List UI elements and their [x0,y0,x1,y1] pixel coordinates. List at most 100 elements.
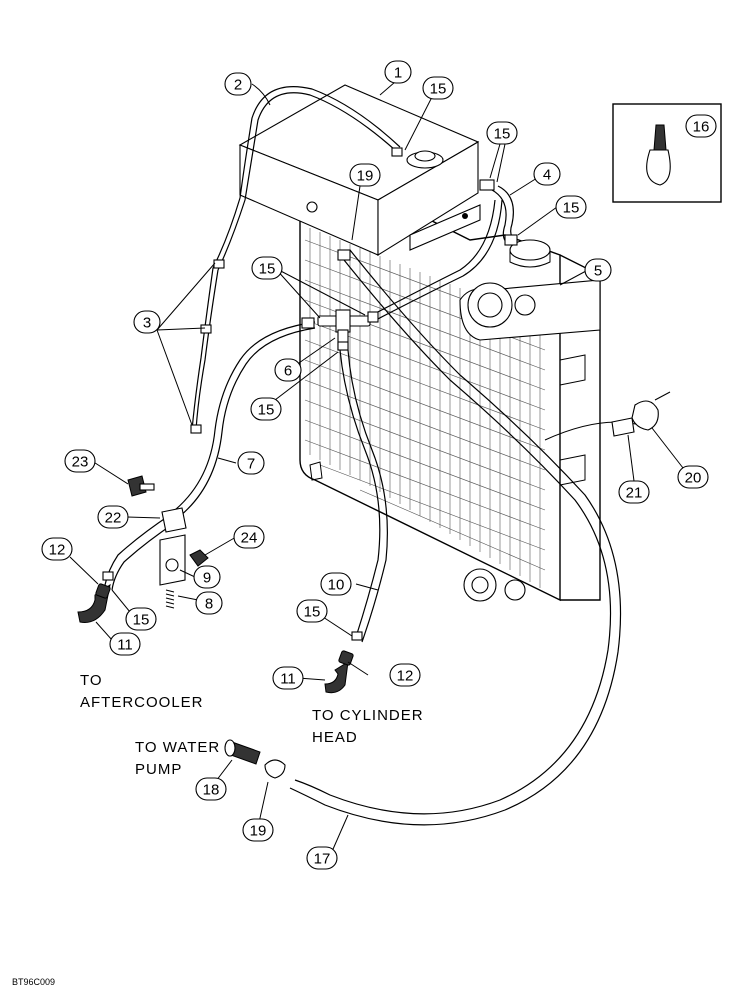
callout-bubble [349,163,381,187]
callout-number: 19 [357,168,374,185]
overflow-tube-3 [195,269,219,431]
inset-clamp-16 [612,103,722,203]
elbow-11-right [324,661,349,694]
label-to-water-pump-1: TO WATER [135,739,220,756]
callout-15: 15 [555,195,587,219]
callout-bubble [41,537,73,561]
callout-number: 11 [117,637,133,654]
callout-number: 12 [397,668,414,685]
callout-19: 19 [349,163,381,187]
callout-bubble [296,599,328,623]
callout-bubble [274,358,302,382]
callout-bubble [193,565,221,589]
callout-number: 15 [304,604,321,621]
callout-11: 11 [272,666,304,690]
callout-bubble [320,572,352,596]
callout-bubble [133,310,161,334]
callout-number: 23 [72,454,89,471]
callout-bubble [109,632,141,656]
callout-number: 17 [314,851,331,868]
callout-number: 7 [247,456,255,473]
label-to-aftercooler-1: TO [80,672,103,689]
callout-23: 23 [64,449,96,473]
callout-6: 6 [274,358,302,382]
callout-bubble [685,114,717,138]
callout-number: 20 [685,470,702,487]
callout-number: 4 [543,167,551,184]
callout-bubble [195,777,227,801]
callout-number: 15 [133,612,150,629]
callout-number: 3 [143,315,151,332]
callout-number: 24 [241,530,258,547]
callout-1: 1 [384,60,412,84]
bolt-23 [127,475,147,497]
callout-bubble [237,451,265,475]
callout-bubble [555,195,587,219]
label-to-cylinder-head-2: HEAD [312,729,358,746]
hose-2 [217,92,396,271]
callout-15: 15 [422,76,454,100]
callout-18: 18 [195,777,227,801]
callout-5: 5 [584,258,612,282]
callout-21: 21 [618,480,650,504]
callout-15: 15 [296,599,328,623]
callout-number: 8 [205,596,213,613]
callout-12: 12 [41,537,73,561]
callout-bubble [384,60,412,84]
callout-bubble [224,72,252,96]
callout-bubble [272,666,304,690]
callout-10: 10 [320,572,352,596]
callout-2: 2 [224,72,252,96]
radiator [299,214,641,602]
callout-4: 4 [533,162,561,186]
callout-bubble [233,525,265,549]
clamp-22 [161,507,187,533]
destination-labels: TO AFTERCOOLER TO CYLINDER HEAD TO WATER… [12,672,423,987]
callout-number: 6 [284,363,292,380]
callout-bubble [618,480,650,504]
callout-bubble [389,663,421,687]
callout-11: 11 [109,632,141,656]
hose-7 [174,321,316,511]
hoses [104,86,622,826]
callout-bubble [422,76,454,100]
callout-number: 15 [259,261,276,278]
radiator-core-fins [304,228,546,588]
callout-bubble [250,397,282,421]
callout-22: 22 [97,505,129,529]
clamp-19-bottom [264,759,286,779]
callout-number: 11 [280,671,296,688]
drawing-code: BT96C009 [12,977,55,987]
callout-bubble [251,256,283,280]
callout-3: 3 [133,310,161,334]
tee-fitting [317,309,371,351]
callout-number: 5 [594,263,602,280]
callout-bubble [125,607,157,631]
callout-bubble [242,818,274,842]
label-to-aftercooler-2: AFTERCOOLER [80,694,204,711]
callout-bubble [533,162,561,186]
callout-bubble [306,846,338,870]
fittings [77,147,671,779]
callout-number: 12 [49,542,66,559]
hose-10 [339,349,381,641]
callout-16: 16 [685,114,717,138]
callout-7: 7 [237,451,265,475]
callout-19: 19 [242,818,274,842]
callout-bubble [97,505,129,529]
label-to-water-pump-2: PUMP [135,761,182,778]
callout-bubble [584,258,612,282]
callout-number: 15 [563,200,580,217]
callout-bubble [195,591,223,615]
callout-15: 15 [486,121,518,145]
callout-17: 17 [306,846,338,870]
callout-12: 12 [389,663,421,687]
callout-number: 16 [693,119,710,136]
callout-bubble [486,121,518,145]
callout-15: 15 [251,256,283,280]
callout-number: 22 [105,510,122,527]
hose-5 [371,199,496,316]
callout-number: 10 [328,577,345,594]
callout-number: 21 [626,485,643,502]
